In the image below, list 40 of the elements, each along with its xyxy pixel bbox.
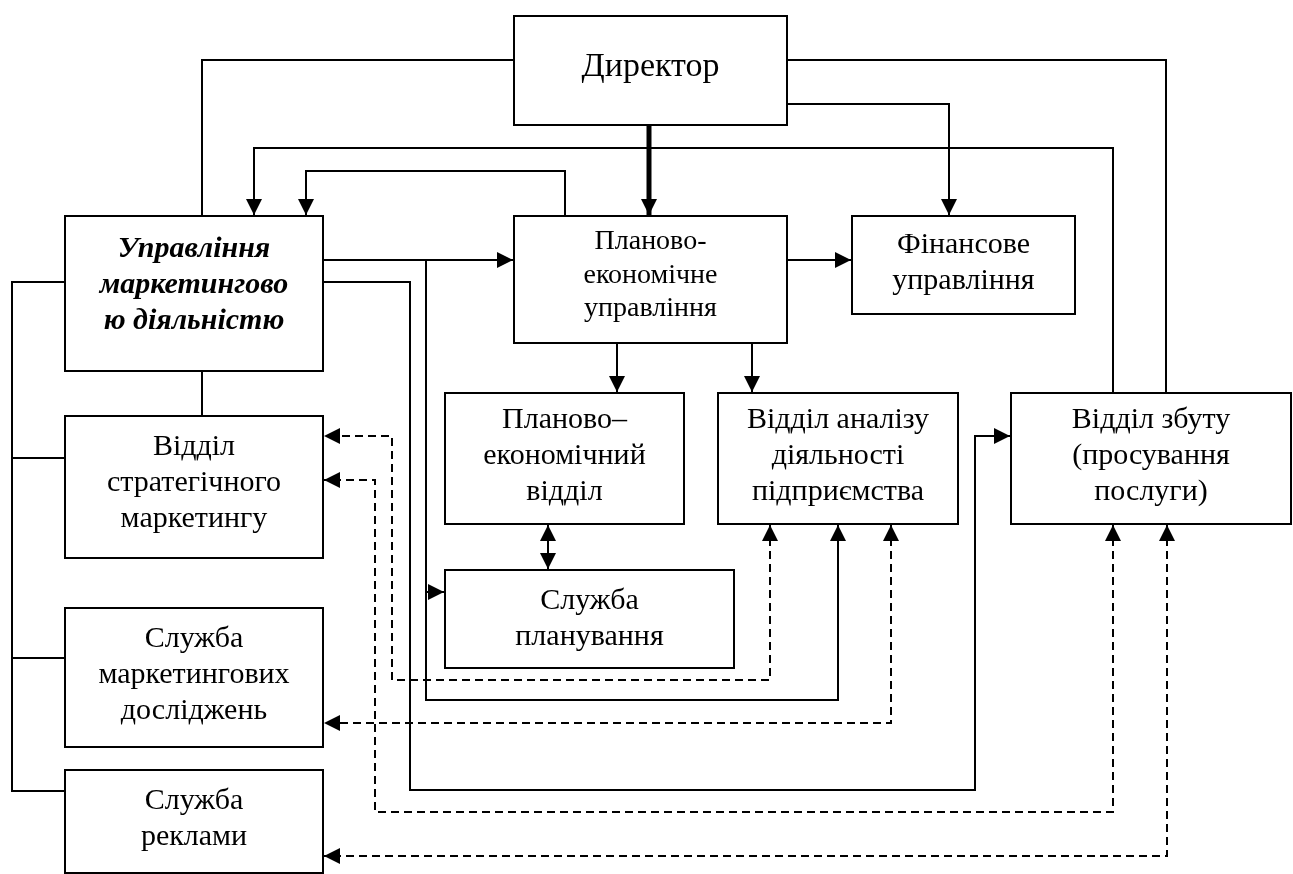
box-label: Відділ збуту (просування послуги) [1070,400,1232,508]
arrow [609,343,625,393]
process-box [513,215,788,344]
arrow [744,343,760,393]
arrow [323,281,1011,791]
connector-line [201,371,203,416]
arrow [323,524,1175,864]
connector-line [787,59,1167,393]
connector-line [201,59,514,216]
process-box [64,769,324,874]
arrow [323,428,778,681]
box-label: Служба планування [514,581,665,653]
process-box [64,215,324,372]
arrow [540,524,556,570]
box-label: Управління маркетингово ю діяльністю [98,229,290,337]
process-box [513,15,788,126]
connector-line [11,281,65,792]
process-box [717,392,959,525]
box-label: Служба реклами [139,781,249,853]
process-box [444,392,685,525]
arrow [641,126,657,215]
process-box [64,607,324,748]
arrow [298,170,566,216]
box-label: Фінансове управління [891,225,1036,297]
process-box [64,415,324,559]
arrow [246,147,1114,393]
box-label: Відділ аналізу діяльності підприємства [745,400,931,508]
box-label: Планово– економічний відділ [482,400,647,508]
box-label: Планово- економічне управління [582,223,719,324]
arrow [323,472,1121,813]
box-label: Служба маркетингових досліджень [97,619,291,727]
arrow [787,252,852,268]
process-box [444,569,735,669]
arrow [323,524,899,731]
box-label: Директор [581,45,720,85]
box-label: Відділ стратегічного маркетингу [105,427,283,535]
process-box [851,215,1076,315]
arrow [323,259,846,701]
process-box [1010,392,1292,525]
arrow [787,103,957,216]
